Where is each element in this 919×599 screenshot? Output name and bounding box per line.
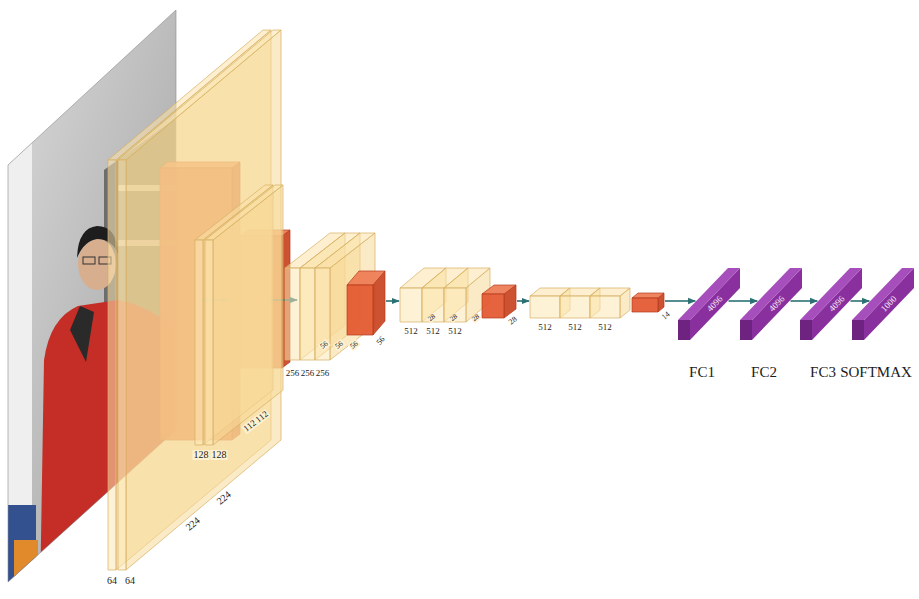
pool-face xyxy=(482,285,516,294)
layer-name: FC2 xyxy=(750,365,778,380)
conv-face xyxy=(315,233,375,268)
photo-bag xyxy=(14,540,38,585)
conv-face xyxy=(300,268,315,360)
pool-faces xyxy=(632,293,664,312)
fc-face xyxy=(740,320,752,340)
pool-face xyxy=(347,271,385,285)
channel-count: 512 xyxy=(597,323,613,332)
flow-arrow xyxy=(851,300,870,302)
conv-face xyxy=(590,288,630,296)
conv-face xyxy=(590,296,620,318)
channel-count: 256 xyxy=(285,369,301,378)
photo-glasses xyxy=(83,257,95,264)
channel-count: 512 xyxy=(537,323,553,332)
conv-block: 128128112112 xyxy=(193,183,285,447)
conv-face xyxy=(118,160,126,570)
fc-faces xyxy=(852,268,914,340)
pool-shape xyxy=(345,269,387,337)
fc-face xyxy=(852,268,914,320)
conv-faces xyxy=(285,233,375,360)
fc-faces xyxy=(740,268,802,340)
pool-face xyxy=(347,285,373,335)
layer-name: FC3 xyxy=(809,365,837,380)
conv-face xyxy=(213,185,283,445)
conv-face xyxy=(205,240,213,445)
conv-face xyxy=(560,296,590,318)
conv-face xyxy=(530,296,560,318)
conv-face xyxy=(285,268,300,360)
channel-count: 512 xyxy=(425,327,441,336)
conv-face xyxy=(195,240,203,445)
fc-layer: 4096FC1 xyxy=(676,266,742,342)
channel-count: 512 xyxy=(403,327,419,336)
conv-face xyxy=(205,185,283,240)
pool-faces xyxy=(482,285,516,318)
conv-faces xyxy=(195,185,283,445)
pool-block: 56 xyxy=(345,269,387,337)
fc-faces xyxy=(678,268,740,340)
channel-count: 128 xyxy=(193,450,210,460)
map-size: 28 xyxy=(507,315,520,327)
pool-faces xyxy=(347,271,385,335)
conv-face xyxy=(315,268,330,360)
map-size: 56 xyxy=(348,339,360,351)
layer-name: FC1 xyxy=(688,365,716,380)
conv-face xyxy=(444,268,490,288)
channel-count: 64 xyxy=(106,576,118,586)
channel-count: 256 xyxy=(315,369,331,378)
channel-count: 64 xyxy=(124,576,136,586)
channel-count: 256 xyxy=(300,369,316,378)
conv-block: 512512512282828 xyxy=(398,266,492,324)
flow-arrow xyxy=(791,300,818,302)
pool-face xyxy=(482,294,504,318)
conv-face xyxy=(118,30,281,160)
conv-block: 512512512 xyxy=(528,286,632,320)
map-size: 28 xyxy=(470,312,481,323)
conv-face xyxy=(400,288,422,322)
channel-count: 512 xyxy=(447,327,463,336)
pool-face xyxy=(632,293,664,298)
fc-face xyxy=(800,320,812,340)
fc-face xyxy=(740,268,802,320)
map-size: 14 xyxy=(660,310,673,323)
conv-shape xyxy=(528,286,632,320)
fc-face xyxy=(852,320,864,340)
pool-block: 28 xyxy=(480,283,518,320)
flow-arrow xyxy=(665,300,695,302)
fc-face xyxy=(678,320,690,340)
flow-arrow xyxy=(517,300,529,302)
flow-arrow xyxy=(729,300,758,302)
photo-collar xyxy=(70,306,94,362)
conv-face xyxy=(108,160,116,570)
layer-name: SOFTMAX xyxy=(839,365,913,380)
channel-count: 512 xyxy=(567,323,583,332)
fc-layer: 4096FC2 xyxy=(738,266,804,342)
channel-count: 128 xyxy=(211,450,228,460)
softmax-layer: 1000SOFTMAX xyxy=(850,266,916,342)
fc-face xyxy=(800,268,862,320)
pool-shape xyxy=(480,283,518,320)
fc-face xyxy=(678,268,740,320)
conv-faces xyxy=(530,288,630,318)
map-size: 56 xyxy=(375,335,388,348)
flow-arrow xyxy=(386,300,399,302)
pool-shape xyxy=(630,291,666,314)
pool-block: 14 xyxy=(630,291,666,314)
pool-face xyxy=(632,298,658,312)
conv-shape xyxy=(193,183,285,447)
